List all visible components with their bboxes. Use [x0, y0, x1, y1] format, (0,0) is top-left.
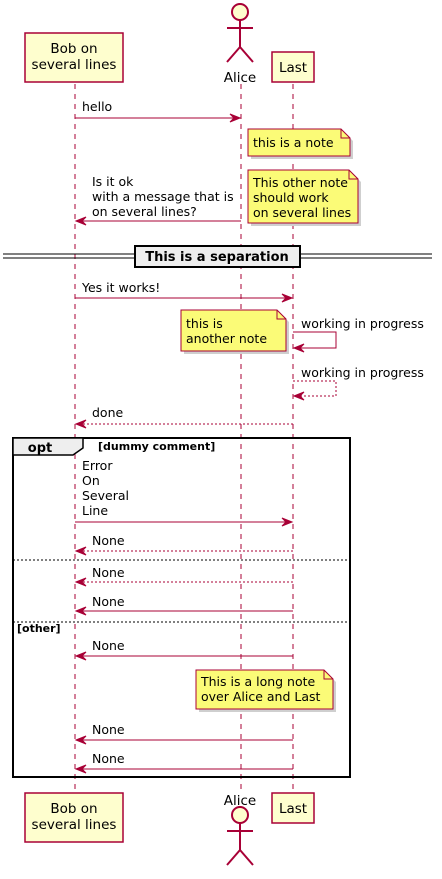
participant-label: Bob on — [50, 41, 97, 57]
participant-alice-bottom[interactable]: Alice — [224, 793, 256, 866]
message-label: Yes it works! — [81, 280, 160, 295]
arrow-head — [281, 293, 294, 303]
note-text: this is a note — [253, 135, 334, 150]
note-body — [180, 309, 287, 352]
participant-label: Alice — [224, 70, 256, 86]
message-none1: None — [74, 533, 293, 556]
arrow-head — [74, 419, 87, 429]
note-text: should work — [253, 190, 329, 205]
message-label: None — [92, 751, 125, 766]
note-fold — [276, 310, 286, 320]
arrow-head — [74, 764, 87, 774]
arrow-head — [74, 546, 87, 556]
note-fold — [348, 170, 358, 180]
message-label: None — [92, 594, 125, 609]
message-label: working in progress — [301, 316, 424, 331]
note-text: this is — [186, 316, 223, 331]
note-text: over Alice and Last — [201, 689, 321, 704]
message-label: on several lines? — [92, 204, 197, 219]
message-label: Several — [82, 488, 129, 503]
participant-last-bottom[interactable]: Last — [271, 792, 315, 824]
group-else-label: [other] — [17, 622, 61, 635]
message-none3: None — [74, 594, 293, 616]
arrow-head — [281, 517, 294, 527]
message-none6: None — [74, 751, 293, 774]
separator-box — [134, 245, 301, 268]
message-label: with a message that is — [92, 189, 234, 204]
group-comment: [dummy comment] — [98, 440, 215, 453]
message-done: done — [74, 405, 293, 429]
note-text: This other note — [252, 175, 348, 190]
arrow-head — [74, 651, 87, 661]
group-tab — [12, 437, 84, 456]
actor-stick-figure-icon — [226, 806, 254, 866]
arrow-head — [229, 113, 242, 123]
participant-alice-top[interactable]: Alice — [224, 3, 256, 86]
arrow-head — [74, 577, 87, 587]
participant-label: Alice — [224, 793, 256, 809]
participant-label: Last — [279, 60, 307, 76]
participant-label: several lines — [32, 57, 117, 73]
group-frame — [12, 437, 351, 778]
participant-box — [271, 792, 315, 824]
message-yes_it_works: Yes it works! — [75, 280, 294, 303]
separator: This is a separation — [3, 245, 432, 268]
note-body — [195, 669, 334, 710]
note-note1: this is a note — [247, 128, 353, 159]
note-text: on several lines — [253, 205, 351, 220]
note-text: This is a long note — [200, 674, 316, 689]
message-working1: working in progress — [292, 316, 424, 353]
message-label: None — [92, 533, 125, 548]
note-text: another note — [186, 331, 267, 346]
message-label: None — [92, 638, 125, 653]
note-fold — [323, 670, 333, 680]
note-body — [247, 128, 351, 157]
note-body — [247, 169, 359, 224]
message-label: done — [92, 405, 124, 420]
separator-label: This is a separation — [145, 250, 289, 265]
message-none2: None — [74, 565, 293, 587]
group-opt: opt [dummy comment] [other] — [12, 437, 351, 778]
participant-box — [271, 51, 315, 83]
participant-label: several lines — [32, 817, 117, 833]
note-fold — [340, 129, 350, 139]
message-label: Is it ok — [92, 174, 134, 189]
message-label: Error — [82, 458, 113, 473]
message-label: Line — [82, 503, 108, 518]
participant-label: Last — [279, 801, 307, 817]
arrow-head — [292, 391, 305, 401]
message-none5: None — [74, 722, 293, 745]
actor-stick-figure-icon — [226, 3, 254, 63]
message-label: On — [82, 473, 100, 488]
arrow-head — [74, 216, 87, 226]
message-label: None — [92, 722, 125, 737]
arrow-head — [74, 735, 87, 745]
participant-box — [24, 32, 124, 83]
arrow-head — [292, 343, 305, 353]
message-label: hello — [82, 99, 112, 114]
participant-box — [24, 792, 124, 843]
message-line — [293, 331, 337, 349]
message-working2: working in progress — [292, 365, 424, 401]
participant-last-top[interactable]: Last — [271, 51, 315, 83]
group-keyword: opt — [28, 441, 52, 456]
message-label: None — [92, 565, 125, 580]
message-hello: hello — [75, 99, 242, 123]
message-none4: None — [74, 638, 293, 661]
participant-label: Bob on — [50, 801, 97, 817]
message-line — [293, 380, 337, 397]
arrow-head — [74, 606, 87, 616]
message-label: working in progress — [301, 365, 424, 380]
